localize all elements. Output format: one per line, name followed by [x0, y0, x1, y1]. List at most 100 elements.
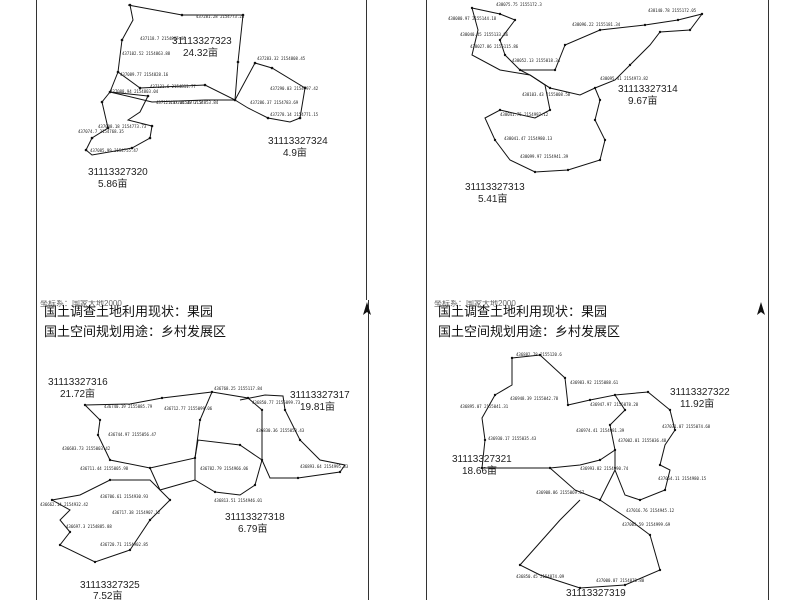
cropped-header-text: 坐标系：国家大地2000: [40, 300, 122, 308]
parcel-area-label: 24.32亩: [183, 48, 219, 59]
parcel-boundary-31113327319-lower: [519, 499, 661, 589]
parcel-id-label: 31113327319: [566, 588, 626, 599]
coord-label: 437054.11 2154980.15: [658, 476, 707, 481]
coord-label: 437278.14 2154771.15: [270, 112, 319, 117]
coord-label: 438099.97 2154941.39: [520, 154, 569, 159]
coord-label: 437008.18 2154773.73: [98, 124, 147, 129]
coord-label: 436850.77 2155099.73: [252, 400, 301, 405]
parcel-id-label: 31113327318: [225, 512, 285, 523]
coord-label: 438075.75 2155172.3: [496, 2, 542, 7]
coord-labels-top-left: 437281.28 2154773.28 437118.7 2154867.85…: [78, 14, 319, 153]
coord-labels-bottom-right: 436882.78 2155120.6 436983.92 2155088.61…: [460, 352, 711, 583]
parcel-id-label: 31113327313: [465, 182, 525, 193]
panel-right-border: [768, 0, 769, 300]
coord-label: 437102.52 2154863.88: [122, 51, 171, 56]
coord-label: 437206.38 2154853.84: [170, 100, 219, 105]
parcel-area-label: 5.41亩: [478, 194, 508, 205]
parcel-boundary-31113327319: [549, 467, 616, 501]
coord-label: 438041.75 2154997.12: [500, 112, 549, 117]
coord-labels-bottom-left: 436768.25 2155117.84 436740.19 2155085.7…: [40, 386, 349, 547]
parcel-boundary-31113327321: [481, 354, 626, 469]
coord-label: 436782.79 2154966.06: [200, 466, 249, 471]
parcel-map-bottom-left: 436768.25 2155117.84 436740.19 2155085.7…: [40, 386, 349, 564]
coord-label: 437290.03 2154797.42: [270, 86, 319, 91]
coord-label: 436830.36 2155053.43: [256, 428, 305, 433]
parcel-boundary-31113327313: [484, 74, 606, 173]
panel-left-border: [36, 300, 37, 600]
coord-label: 437088.94 2154803.04: [110, 89, 159, 94]
parcel-area-label: 19.81亩: [300, 402, 336, 413]
parcel-map-bottom-right: 436882.78 2155120.6 436983.92 2155088.61…: [460, 352, 711, 590]
parcel-id-label: 31113327323: [172, 36, 232, 47]
panel-left-border: [426, 300, 427, 600]
coord-label: 436850.45 2154874.09: [516, 574, 565, 579]
coord-label: 436717.38 2154907.12: [112, 510, 161, 515]
coord-label: 437118.7 2154867.85: [140, 36, 186, 41]
coord-label: 437121.37 2154777.3: [156, 100, 202, 105]
coord-label: 436662.14 2154932.42: [40, 502, 89, 507]
coord-label: 436768.25 2155117.84: [214, 386, 263, 391]
land-use-status-line: 国土调查土地利用现状：果园: [44, 305, 214, 320]
parcel-id-label: 31113327320: [88, 167, 148, 178]
coord-label: 436683.73 2155003.42: [62, 446, 111, 451]
parcel-id-label: 31113327325: [80, 580, 140, 591]
parcel-map-top-right: 438075.75 2155172.3 438080.97 2155144.18…: [448, 2, 704, 174]
parcel-id-label: 31113327321: [452, 454, 512, 465]
vertex-dots-top-left: [84, 3, 307, 152]
coord-label: 437016.76 2154945.12: [626, 508, 675, 513]
parcel-area-label: 5.86亩: [98, 179, 128, 190]
coord-label: 436993.82 2154990.74: [580, 466, 629, 471]
coord-label: 438080.97 2155144.18: [448, 16, 497, 21]
parcel-boundary-inner: [149, 467, 196, 491]
coord-label: 438095.41 2154973.82: [600, 76, 649, 81]
coord-label: 436740.19 2155085.79: [104, 404, 153, 409]
parcel-map-top-left: 437281.28 2154773.28 437118.7 2154867.85…: [78, 3, 319, 156]
parcel-id-label: 31113327324: [268, 136, 328, 147]
coord-label: 437003.59 2154999.69: [622, 522, 671, 527]
coord-label: 436813.51 2154946.01: [214, 498, 263, 503]
coord-label: 436744.97 2155056.47: [108, 432, 157, 437]
parcel-area-label: 9.67亩: [628, 96, 658, 107]
parcel-id-label: 31113327314: [618, 84, 678, 95]
vertex-dots-bottom-right: [480, 353, 677, 590]
land-use-status-line: 国土调查土地利用现状：果园: [438, 305, 608, 320]
panel-right-border: [366, 0, 367, 300]
parcel-id-label: 31113327316: [48, 377, 108, 388]
coord-label: 436720.71 2154902.85: [100, 542, 149, 547]
coord-label: 437089.77 2154828.16: [120, 72, 169, 77]
coord-label: 438103.43 2155008.58: [522, 92, 571, 97]
coord-label: 436893.64 2154995.83: [300, 464, 349, 469]
coord-label: 437131.6 2154811.77: [150, 84, 196, 89]
coord-label: 437085.99 2154755.47: [90, 148, 139, 153]
coord-label: 438027.86 2155115.86: [470, 44, 519, 49]
map-panel-top-left: 437281.28 2154773.28 437118.7 2154867.85…: [0, 0, 400, 300]
coord-label: 438040.45 2155133.86: [460, 32, 509, 37]
panel-right-border: [368, 300, 369, 600]
parcel-boundary-31113327322: [614, 391, 676, 501]
coord-label: 438140.78 2155172.05: [648, 8, 697, 13]
coord-label: 437031.07 2155074.68: [662, 424, 711, 429]
coord-label: 436947.97 2155078.28: [590, 402, 639, 407]
coord-label: 436711.44 2155005.98: [80, 466, 129, 471]
planning-use-line: 国土空间规划用途：乡村发展区: [44, 325, 227, 340]
parcel-area-label: 11.92亩: [680, 399, 715, 410]
coord-label: 436712.77 2155099.06: [164, 406, 213, 411]
parcel-area-label: 6.79亩: [238, 524, 268, 535]
coord-label: 436908.86 2155069.67: [536, 490, 585, 495]
panel-left-border: [426, 0, 427, 300]
coord-label: 437002.01 2155036.48: [618, 438, 667, 443]
map-panel-bottom-left: 坐标系：国家大地2000 国土调查土地利用现状：果园 国土空间规划用途：乡村发展…: [0, 300, 400, 600]
parcel-area-label: 7.52亩: [93, 591, 123, 600]
coord-labels-top-right: 438075.75 2155172.3 438080.97 2155144.18…: [448, 2, 697, 159]
parcel-id-label: 31113327317: [290, 390, 350, 401]
parcel-area-label: 4.9亩: [283, 148, 307, 159]
parcel-boundary-31113327325: [51, 479, 171, 563]
coord-label: 437283.32 2154808.45: [257, 56, 306, 61]
coord-label: 437074.7 2154768.35: [78, 129, 124, 134]
coord-label: 436882.78 2155120.6: [516, 352, 562, 357]
coord-label: 436697.3 2154885.88: [66, 524, 112, 529]
coord-label: 437000.07 2154870.88: [596, 578, 645, 583]
parcel-area-label: 18.66亩: [462, 466, 498, 477]
parcel-boundary-inner: [519, 69, 551, 89]
coord-label: 437281.28 2154773.28: [196, 14, 245, 19]
